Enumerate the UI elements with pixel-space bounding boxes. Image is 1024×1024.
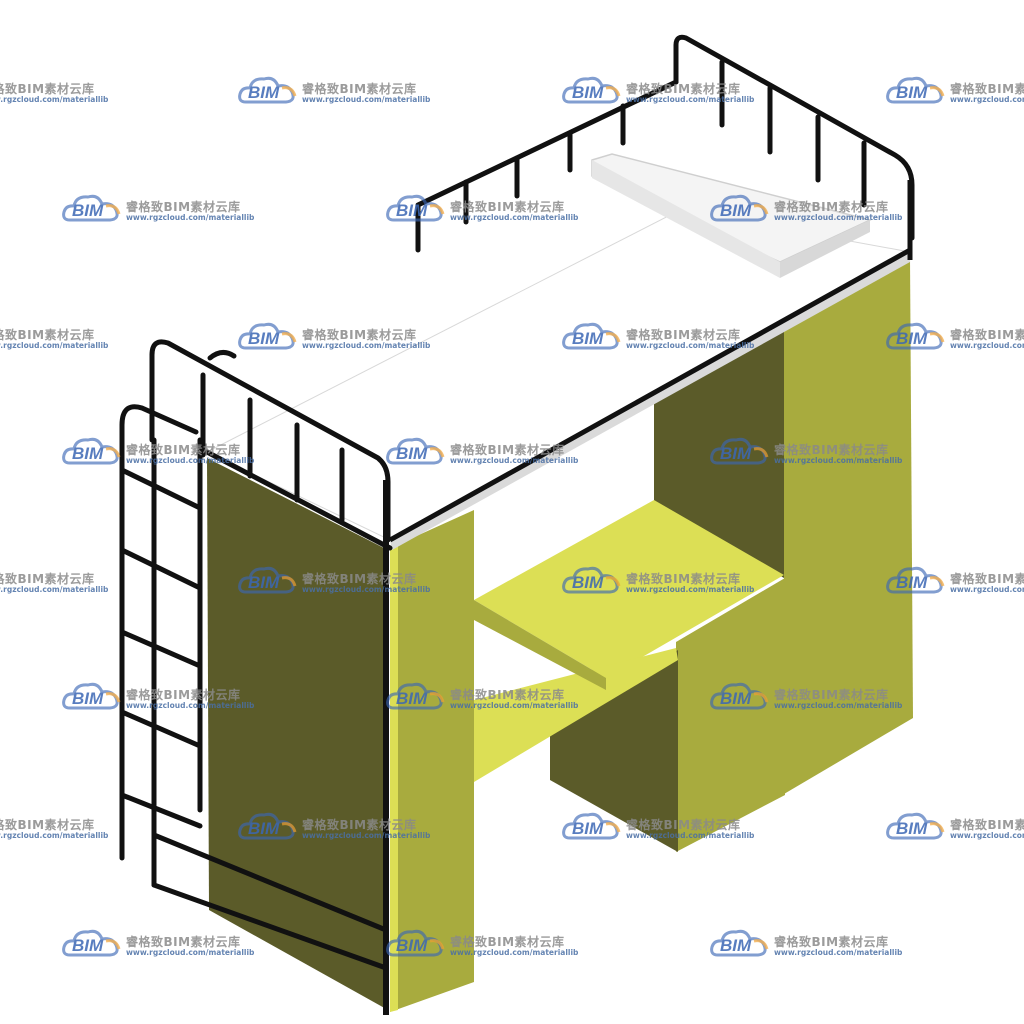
side-rail — [388, 247, 912, 543]
front-guard-rail — [149, 339, 393, 551]
desk-top — [474, 500, 784, 678]
right-end-panel-front — [676, 578, 785, 852]
front-pillar-edge — [390, 545, 398, 1012]
pillow-side — [780, 220, 870, 278]
front-pillar — [390, 510, 474, 1012]
lower-cabinet-side — [550, 650, 678, 852]
right-end-panel — [784, 258, 913, 794]
desk-shelf — [474, 648, 678, 782]
bed-deck-edge — [390, 252, 910, 550]
desk-shadow — [474, 600, 606, 690]
left-end-panel — [207, 458, 388, 1010]
ladder — [119, 404, 389, 971]
pillow-front — [592, 160, 780, 278]
